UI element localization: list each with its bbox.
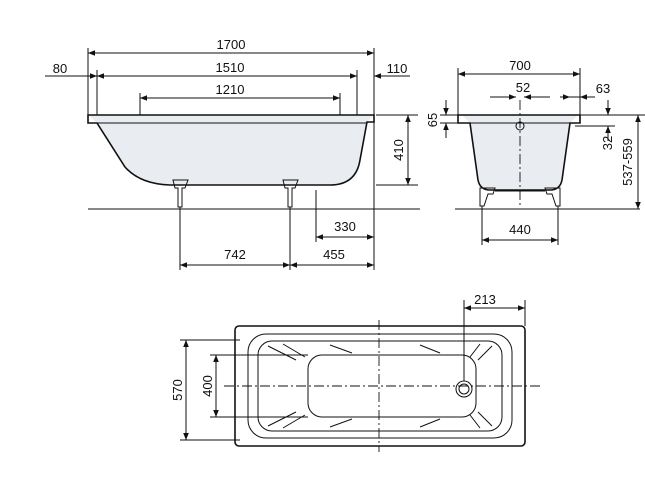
dim-feet-width: 440 — [509, 222, 531, 237]
dim-height-range: 537-559 — [620, 138, 635, 186]
dim-inner-length: 1510 — [216, 60, 245, 75]
dim-drain-offset: 330 — [334, 219, 356, 234]
dim-drain-diameter: 52 — [516, 80, 530, 95]
end-feet — [479, 187, 561, 207]
dim-flange-left: 80 — [53, 61, 67, 76]
end-view-tub-body — [462, 115, 578, 190]
dim-overall-length: 1700 — [217, 37, 246, 52]
end-view: 700 52 63 65 32 537-559 440 — [425, 58, 645, 245]
side-foot-right — [282, 179, 299, 208]
dim-flange-depth: 65 — [425, 113, 440, 127]
top-view: 213 570 400 — [170, 292, 540, 452]
side-foot-left — [172, 179, 189, 208]
dim-drain-from-edge: 213 — [474, 292, 496, 307]
dim-rim: 63 — [596, 81, 610, 96]
dim-inner-width: 400 — [200, 375, 215, 397]
dim-foot-offset: 455 — [323, 247, 345, 262]
dim-feet-spacing: 742 — [224, 247, 246, 262]
dim-bottom-length: 1210 — [216, 82, 245, 97]
dim-width: 700 — [509, 58, 531, 73]
drain-icon — [455, 380, 473, 398]
dim-overflow: 32 — [600, 136, 615, 150]
dim-flange-right: 110 — [387, 61, 408, 76]
dim-height: 410 — [391, 139, 406, 161]
side-view: 1700 80 1510 110 1210 410 330 742 455 — [45, 37, 420, 270]
dim-overall-width: 570 — [170, 379, 185, 401]
side-view-tub-body — [88, 115, 374, 185]
